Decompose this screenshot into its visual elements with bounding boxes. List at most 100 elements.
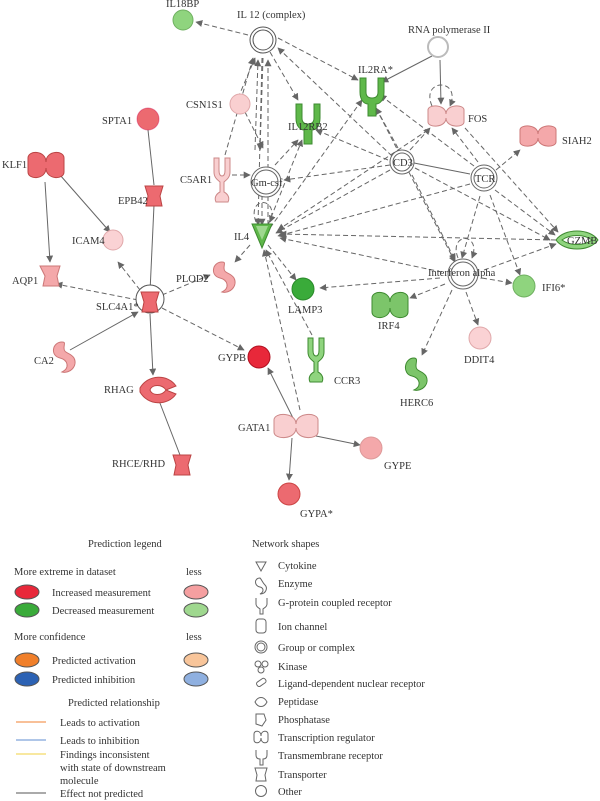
- node-rnapol[interactable]: RNA polymerase II: [408, 25, 491, 58]
- ifi6-other-shape: [512, 274, 536, 298]
- node-ifi6[interactable]: IFI6*: [512, 274, 565, 298]
- node-klf1[interactable]: KLF1: [2, 152, 65, 178]
- edge-tcr-ifi6: [489, 194, 522, 276]
- node-rhce[interactable]: RHCE/RHD: [112, 454, 192, 476]
- node-siah2[interactable]: SIAH2: [519, 125, 592, 147]
- activation-light-swatch: [183, 652, 209, 668]
- icam4-other-shape: [102, 229, 124, 251]
- edge-gmcsf-il12: [254, 59, 262, 151]
- edge-tcr-ifna: [460, 195, 481, 259]
- enzyme-icon: [255, 577, 267, 595]
- gmcsf-label: Gm-csf: [251, 178, 283, 189]
- node-ccr3[interactable]: CCR3: [307, 337, 360, 387]
- herc6-enzyme-shape: [405, 357, 428, 391]
- ifna-group-shape: [447, 258, 479, 290]
- node-csn1s1[interactable]: CSN1S1: [186, 93, 251, 115]
- edge-gmcsf-il12rb2: [274, 139, 299, 166]
- node-slc4a1[interactable]: SLC4A1*: [96, 284, 165, 314]
- edge-il4-plod2: [234, 244, 251, 263]
- node-epb42[interactable]: EPB42: [118, 185, 164, 207]
- network-shapes-legend: Network shapes Cytokine Enzyme G-protein…: [252, 539, 425, 798]
- node-gzmb[interactable]: GZMB: [555, 230, 599, 250]
- shape-ion: Ion channel: [278, 622, 327, 633]
- legend-increased: Increased measurement: [52, 588, 151, 599]
- gata1-transcription-shape: [273, 414, 319, 438]
- legend-leads-inhibition: Leads to inhibition: [60, 736, 140, 747]
- node-ifna[interactable]: Interferon alpha: [428, 258, 496, 290]
- node-il18bp[interactable]: IL18BP: [166, 0, 199, 31]
- shape-ligand: Ligand-dependent nuclear receptor: [278, 679, 425, 690]
- node-gmcsf[interactable]: Gm-csf: [250, 166, 283, 198]
- node-fos[interactable]: FOS: [427, 105, 487, 127]
- node-herc6[interactable]: HERC6: [400, 357, 433, 409]
- node-cd3[interactable]: CD3: [389, 149, 415, 175]
- edge-gata1-gype: [315, 435, 361, 448]
- plod2-enzyme-shape: [213, 261, 236, 293]
- transcription-regulator-icon: [253, 730, 269, 744]
- aqp1-transporter-shape: [39, 265, 61, 287]
- edge-fos-gzmb: [464, 127, 559, 233]
- node-spta1[interactable]: SPTA1: [102, 107, 160, 131]
- fos-label: FOS: [468, 114, 487, 125]
- c5ar1-label: C5AR1: [180, 175, 212, 186]
- node-gata1[interactable]: GATA1: [238, 414, 319, 438]
- ligand-receptor-icon: [256, 677, 267, 688]
- edge-slc4a1-gypb: [161, 307, 245, 351]
- edge-ca2-slc4a1: [69, 311, 139, 351]
- shape-phosphatase: Phosphatase: [278, 715, 330, 726]
- edge-slc4a1-icam4: [117, 261, 141, 291]
- edge-slc4a1-rhag: [149, 313, 157, 376]
- node-il2ra[interactable]: IL2RA*: [358, 65, 393, 117]
- irf4-transcription-shape: [371, 292, 409, 318]
- node-il4[interactable]: IL4: [234, 223, 273, 250]
- node-icam4[interactable]: ICAM4: [72, 229, 124, 251]
- node-plod2[interactable]: PLOD2: [176, 261, 236, 293]
- edge-rhag-rhce: [157, 397, 181, 456]
- shape-other: Other: [278, 787, 302, 798]
- decreased-light-swatch: [183, 602, 209, 618]
- il2ra-label: IL2RA*: [358, 65, 393, 76]
- rnapol-label: RNA polymerase II: [408, 25, 491, 36]
- il2ra-transmembrane-shape: [359, 77, 385, 117]
- node-rhag[interactable]: RHAG: [104, 376, 177, 404]
- node-lamp3[interactable]: LAMP3: [288, 277, 322, 316]
- node-il12rb2[interactable]: IL12RB2: [288, 103, 328, 145]
- edge-fos-il4: [277, 129, 429, 231]
- legend-decreased: Decreased measurement: [52, 606, 154, 617]
- node-gype[interactable]: GYPE: [359, 436, 411, 472]
- activation-strong-swatch: [14, 652, 40, 668]
- node-ca2[interactable]: CA2: [34, 341, 76, 373]
- shape-kinase: Kinase: [278, 662, 307, 673]
- legend-less-1: less: [186, 567, 202, 578]
- slc4a1-label: SLC4A1*: [96, 302, 139, 313]
- edge-cd3-il2ra: [375, 107, 399, 149]
- node-tcr[interactable]: TCR: [470, 164, 498, 192]
- legend-inconsistent-1: Findings inconsistent: [60, 750, 150, 761]
- node-il12[interactable]: IL 12 (complex): [237, 10, 306, 54]
- node-gypb[interactable]: GYPB: [218, 345, 271, 369]
- ccr3-gpcr-shape: [307, 337, 325, 383]
- transporter-icon: [254, 767, 268, 782]
- edge-cd3-il12rb2: [315, 129, 389, 161]
- node-c5ar1[interactable]: C5AR1: [180, 157, 231, 203]
- ifna-label: Interferon alpha: [428, 268, 496, 279]
- edge-spta1-epb42: [147, 129, 155, 186]
- increased-light-swatch: [183, 584, 209, 600]
- cytokine-icon: [255, 561, 267, 573]
- node-gypa[interactable]: GYPA*: [277, 482, 333, 520]
- rhag-label: RHAG: [104, 385, 134, 396]
- lamp3-label: LAMP3: [288, 305, 322, 316]
- edge-csn1s1-il12: [237, 57, 256, 99]
- node-aqp1[interactable]: AQP1: [12, 265, 61, 287]
- edge-cd3-fos: [409, 127, 431, 151]
- node-irf4[interactable]: IRF4: [371, 292, 409, 332]
- node-ddit4[interactable]: DDIT4: [464, 326, 495, 366]
- edge-tcr-il4: [277, 183, 471, 238]
- il12rb2-label: IL12RB2: [288, 122, 328, 133]
- legend-less-2: less: [186, 632, 202, 643]
- edge-tcr-fos: [451, 127, 479, 163]
- edge-cd3-ifna: [411, 174, 456, 261]
- cd3-group-shape: [389, 149, 415, 175]
- shape-gpcr: G-protein coupled receptor: [278, 598, 392, 609]
